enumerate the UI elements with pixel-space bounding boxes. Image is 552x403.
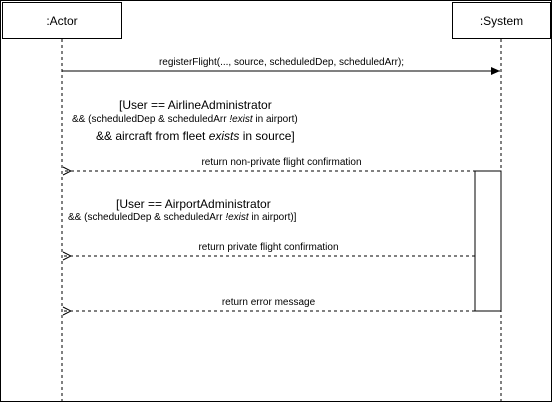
guard-airline-line2-b: !exist (229, 114, 253, 125)
guard-airport-line1: [User == AirportAdministrator (116, 197, 271, 211)
actor-label: :Actor (46, 13, 78, 28)
return-private-label: return private flight confirmation (198, 242, 339, 253)
guard-airline-line1: [User == AirlineAdministrator (119, 98, 272, 112)
actor-participant: :Actor (2, 2, 122, 39)
guard-airline-line3-a: && aircraft from fleet (96, 129, 209, 143)
guard-airport-line2-a: && (scheduledDep & scheduledArr (68, 212, 226, 223)
system-participant: :System (452, 2, 551, 39)
register-message-label: registerFlight(..., source, scheduledDep… (158, 57, 405, 68)
return-nonprivate-label: return non-private flight confirmation (201, 157, 362, 168)
guard-airline-line2-a: && (scheduledDep & scheduledArr (72, 114, 230, 125)
guard-airport-line2-b: !exist (225, 212, 249, 223)
guard-airport-line2-c: in airport)] (248, 212, 297, 223)
guard-airline-line3-c: in source] (239, 129, 295, 143)
guard-airline-line3-b: exists (208, 129, 240, 143)
guard-airline-line2-c: in airport) (252, 114, 298, 125)
guard-airline-line3: && aircraft from fleet exists in source] (96, 129, 295, 143)
guard-airline-line2: && (scheduledDep & scheduledArr !exist i… (72, 114, 298, 125)
guard-airport-line2: && (scheduledDep & scheduledArr !exist i… (68, 212, 296, 223)
system-activation-bar (474, 170, 502, 312)
return-error-label: return error message (221, 297, 316, 308)
system-label: :System (479, 13, 524, 28)
